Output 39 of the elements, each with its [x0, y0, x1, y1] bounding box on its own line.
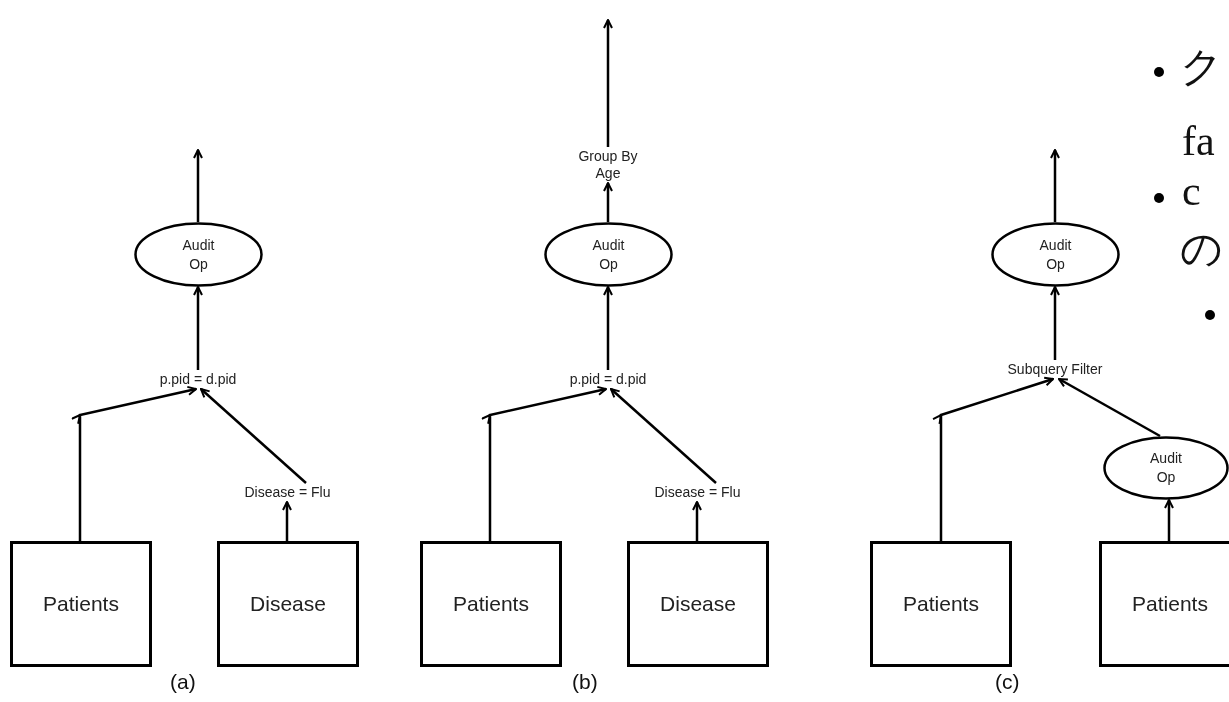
arrow	[481, 386, 607, 541]
arrow	[1050, 149, 1060, 222]
table-box: Disease	[217, 541, 359, 667]
operator-ellipse: Audit Op	[991, 222, 1120, 287]
slide-text: fa	[1182, 118, 1215, 164]
operator-label: Group By Age	[574, 147, 642, 183]
arrow	[603, 286, 613, 370]
operator-ellipse: Audit Op	[134, 222, 263, 287]
operator-label: Disease = Flu	[240, 483, 335, 502]
arrow	[193, 149, 203, 222]
table-box: Patients	[1099, 541, 1229, 667]
table-box: Patients	[420, 541, 562, 667]
panel-label: (c)	[995, 670, 1020, 694]
arrow	[200, 388, 307, 484]
arrow	[603, 19, 613, 147]
panel-label: (a)	[170, 670, 196, 694]
arrow	[1058, 377, 1161, 438]
operator-ellipse: Audit Op	[544, 222, 673, 287]
arrow	[282, 501, 292, 541]
slide-text: の	[1180, 226, 1223, 272]
slide-text: ク	[1180, 44, 1223, 90]
operator-label: Subquery Filter	[998, 360, 1112, 379]
table-box: Patients	[870, 541, 1012, 667]
panel-label: (b)	[572, 670, 598, 694]
arrow	[71, 386, 197, 541]
slide-text: c	[1182, 168, 1201, 214]
operator-label: Disease = Flu	[650, 483, 745, 502]
arrow	[603, 182, 613, 222]
table-box: Disease	[627, 541, 769, 667]
operator-label: p.pid = d.pid	[560, 370, 656, 389]
operator-ellipse: Audit Op	[1103, 436, 1229, 500]
table-box: Patients	[10, 541, 152, 667]
arrow	[692, 501, 702, 541]
arrow	[1050, 286, 1060, 360]
arrow	[193, 286, 203, 370]
arrow	[610, 388, 717, 484]
arrow	[1164, 499, 1174, 541]
operator-label: p.pid = d.pid	[150, 370, 246, 389]
arrow	[932, 376, 1054, 541]
